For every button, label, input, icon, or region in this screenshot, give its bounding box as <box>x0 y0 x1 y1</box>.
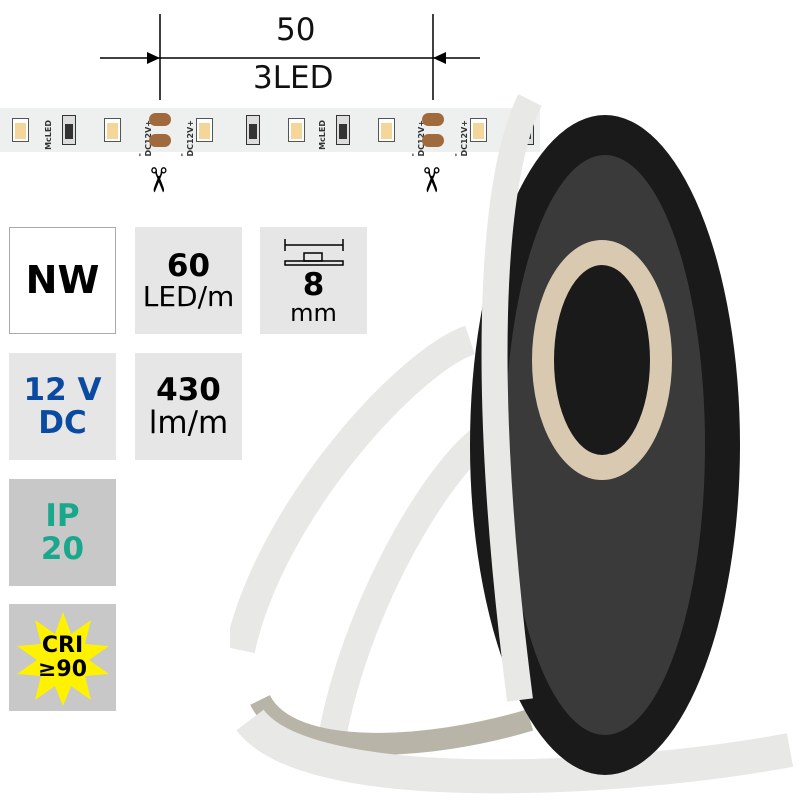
resistor <box>246 115 260 145</box>
voltage-value: 12 V <box>23 371 102 408</box>
scissors-icon: ✂ <box>137 165 178 195</box>
solder-pad <box>149 134 171 147</box>
led-chip <box>378 118 395 142</box>
dimension-led-count: 3LED <box>253 60 334 96</box>
width-dimension-icon <box>283 238 344 266</box>
strip-width-unit: mm <box>290 299 337 328</box>
led-density-unit: LED/m <box>142 280 235 314</box>
cri-value: ≥90 <box>37 656 88 682</box>
luminous-flux-unit: lm/m <box>148 404 229 441</box>
color-temperature: NW <box>25 257 100 302</box>
loose-strip <box>236 708 794 794</box>
color-temperature-badge: NW <box>9 227 116 334</box>
pad-label: -DC12V+ <box>177 119 195 157</box>
led-chip <box>196 118 213 142</box>
luminous-flux-value: 430 <box>156 371 221 408</box>
cri-badge: CRI ≥90 <box>9 604 116 711</box>
strip-width-badge: 8 mm <box>260 227 367 334</box>
loose-strip <box>316 429 490 753</box>
led-chip <box>288 118 305 142</box>
adhesive-backing <box>250 694 534 755</box>
cri-label: CRI <box>41 633 84 659</box>
reel-strip-edge <box>481 94 542 702</box>
ip-value: 20 <box>40 530 85 567</box>
led-chip <box>12 118 29 142</box>
luminous-flux-badge: 430 lm/m <box>135 353 242 460</box>
dimension-length: 50 <box>276 12 316 48</box>
ip-rating-badge: IP 20 <box>9 479 116 586</box>
solder-pad <box>422 134 444 147</box>
solder-pad <box>149 113 171 126</box>
voltage-unit: DC <box>38 404 87 441</box>
led-chip <box>104 118 121 142</box>
led-chip <box>470 118 487 142</box>
led-density-value: 60 <box>166 247 211 284</box>
ip-label: IP <box>45 497 80 534</box>
strip-brand: McLED <box>44 120 53 150</box>
led-strip-segment: McLED -DC12V+ -DC12V+ McLED -DC12V+ -DC1… <box>0 108 540 157</box>
led-density-badge: 60 LED/m <box>135 227 242 334</box>
dimension-lines <box>100 14 480 100</box>
solder-pad <box>422 113 444 126</box>
resistor <box>336 115 350 145</box>
resistor <box>62 115 76 145</box>
voltage-badge: 12 V DC <box>9 353 116 460</box>
strip-width-value: 8 <box>302 266 325 303</box>
led-strip-reel-illustration <box>230 94 794 794</box>
star-burst-icon <box>17 612 109 706</box>
loose-strip <box>230 325 476 654</box>
